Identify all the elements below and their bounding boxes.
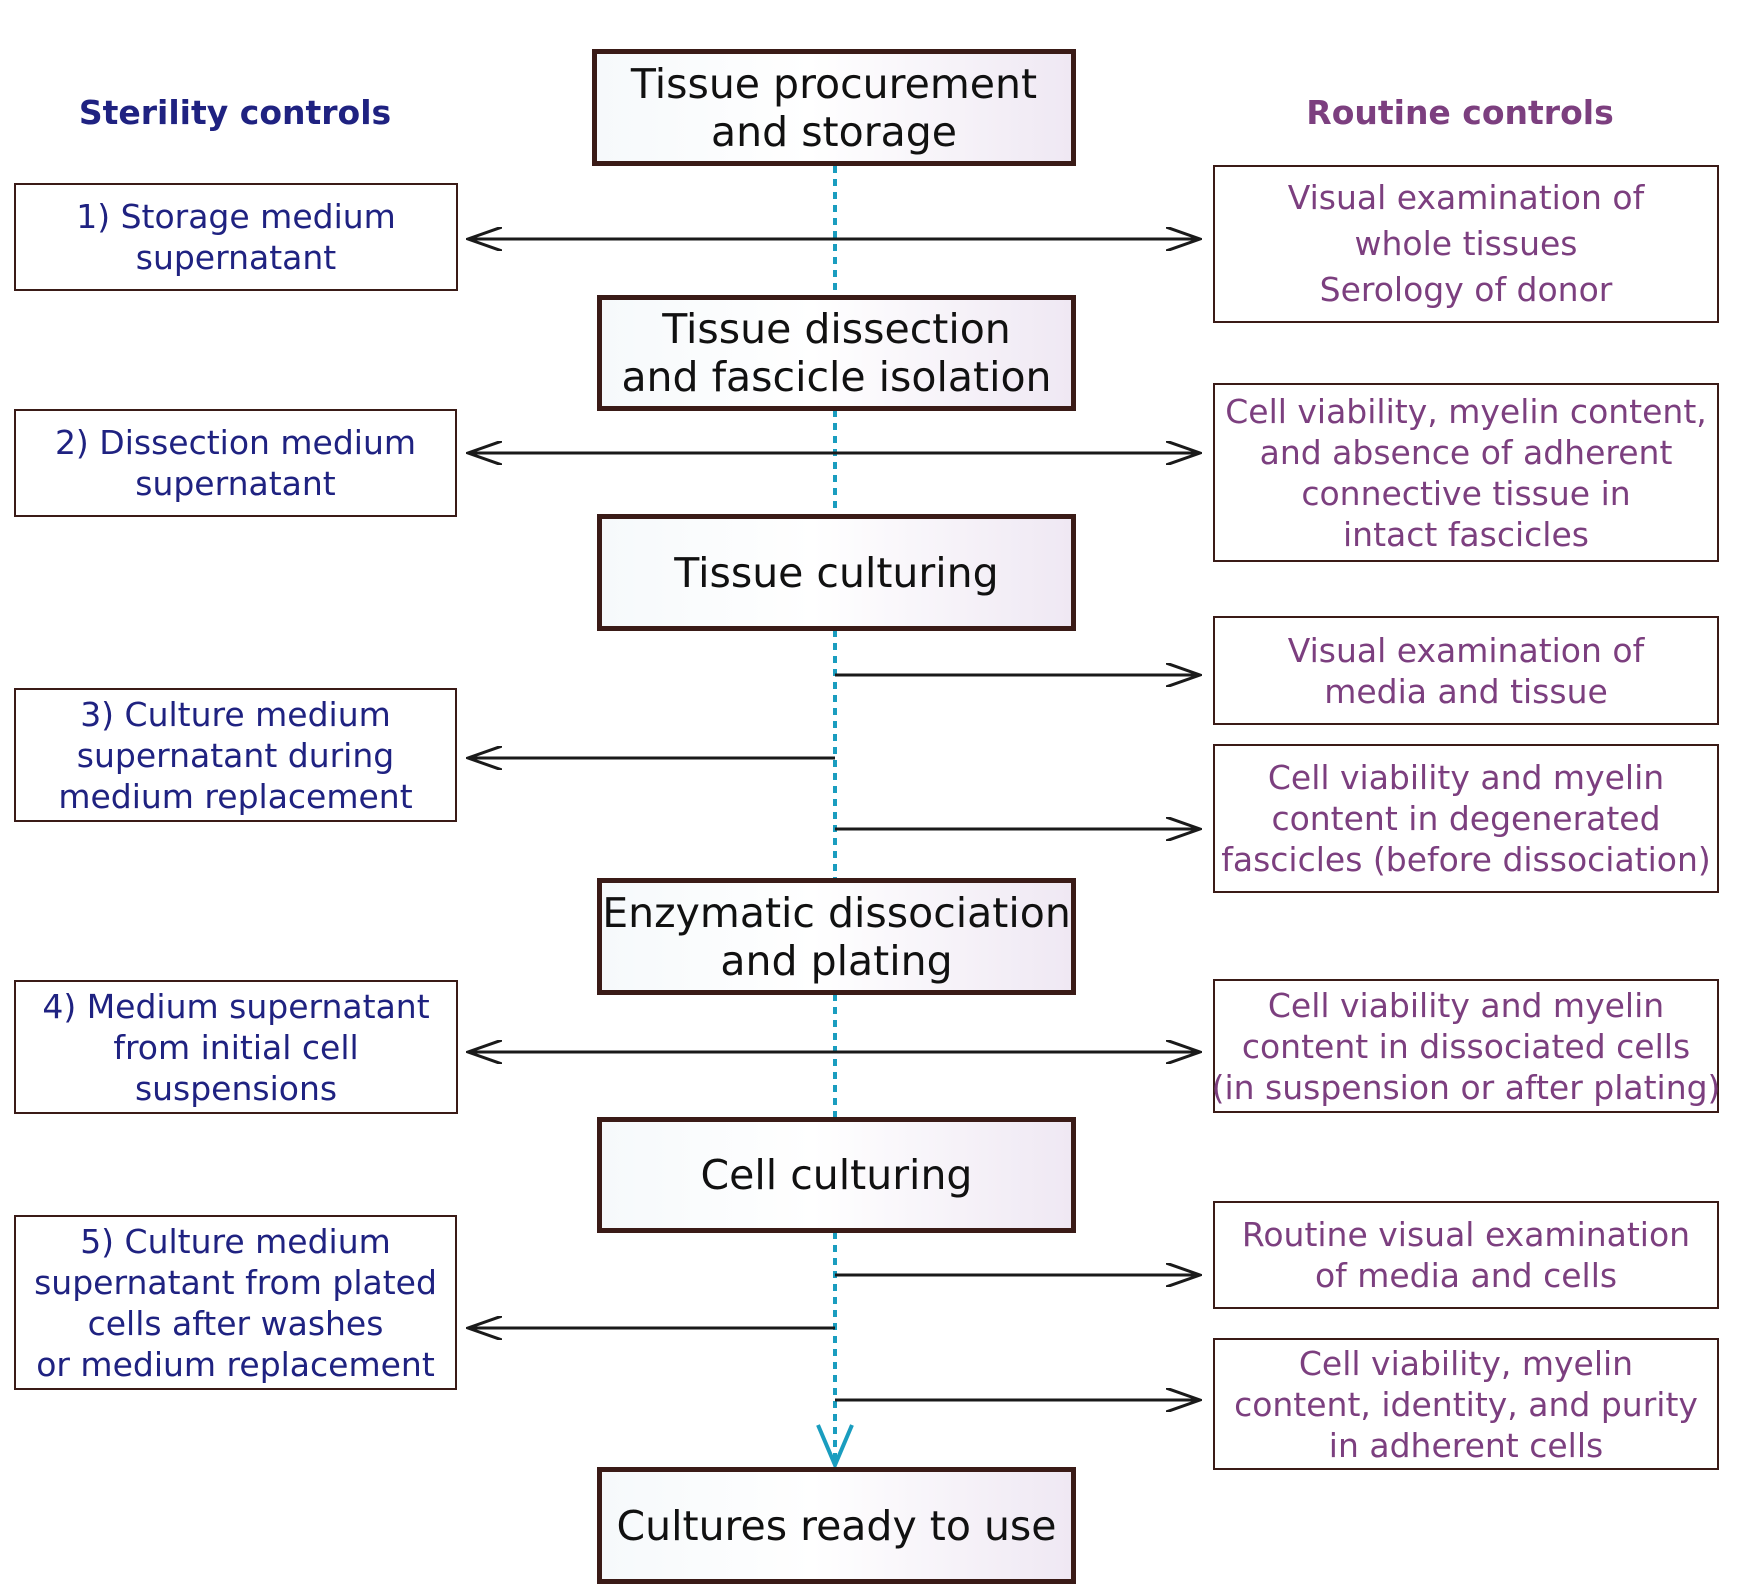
control-line: supernatant from plated <box>34 1262 437 1302</box>
control-line: Cell viability and myelin <box>1267 758 1665 797</box>
control-line: Visual examination of <box>1287 630 1645 670</box>
step-line: Tissue procurement <box>630 59 1038 108</box>
control-line: 4) Medium supernatant <box>42 986 430 1026</box>
step-line: Cell culturing <box>700 1151 973 1199</box>
control-line: 1) Storage medium <box>76 197 396 236</box>
step-cultures-ready: Cultures ready to use <box>597 1467 1076 1584</box>
sterility-control-1: 1) Storage medium supernatant <box>14 183 458 291</box>
control-line: medium replacement <box>58 776 413 816</box>
control-line: and absence of adherent <box>1259 432 1673 472</box>
routine-control-intact-fascicles: Cell viability, myelin content, and abse… <box>1213 383 1719 562</box>
control-line: content in dissociated cells <box>1241 1026 1691 1066</box>
step-line: Enzymatic dissociation <box>602 888 1071 937</box>
routine-control-dissociated-cells: Cell viability and myelin content in dis… <box>1211 979 1721 1113</box>
control-line: 3) Culture medium <box>80 694 391 734</box>
step-tissue-procurement: Tissue procurement and storage <box>592 49 1076 166</box>
control-line: 2) Dissection medium <box>54 423 417 462</box>
control-line: Cell viability, myelin <box>1298 1343 1634 1383</box>
sterility-control-4: 4) Medium supernatant from initial cell … <box>14 980 458 1114</box>
control-line: Cell viability and myelin <box>1267 985 1665 1025</box>
control-line: Cell viability, myelin content, <box>1225 391 1707 431</box>
step-line: Cultures ready to use <box>616 1501 1057 1550</box>
control-line: fascicles (before dissociation) <box>1221 840 1711 879</box>
control-line: Serology of donor <box>1319 270 1613 309</box>
control-line: from initial cell <box>113 1027 359 1067</box>
routine-control-media-tissue: Visual examination of media and tissue <box>1213 616 1719 725</box>
control-line: Routine visual examination <box>1241 1215 1691 1254</box>
control-line: (in suspension or after plating) <box>1211 1067 1721 1107</box>
step-enzymatic-dissociation: Enzymatic dissociation and plating <box>597 878 1076 995</box>
step-line: and fascicle isolation <box>621 353 1052 401</box>
control-line: content, identity, and purity <box>1234 1384 1698 1424</box>
control-line: suspensions <box>134 1068 338 1108</box>
step-line: and storage <box>711 107 957 156</box>
control-line: or medium replacement <box>36 1344 435 1384</box>
control-line: connective tissue in <box>1301 473 1631 513</box>
control-line: supernatant during <box>76 735 395 775</box>
step-tissue-culturing: Tissue culturing <box>597 514 1076 631</box>
control-line: supernatant <box>135 464 336 503</box>
step-line: and plating <box>720 936 953 985</box>
step-tissue-dissection: Tissue dissection and fascicle isolation <box>597 295 1076 411</box>
control-line: Visual examination of <box>1287 178 1645 217</box>
sterility-control-2: 2) Dissection medium supernatant <box>14 409 457 517</box>
control-line: 5) Culture medium <box>80 1221 391 1261</box>
control-line: intact fascicles <box>1343 514 1589 554</box>
control-line: content in degenerated <box>1271 799 1661 838</box>
routine-controls-header: Routine controls <box>1306 93 1614 132</box>
sterility-controls-header: Sterility controls <box>78 93 392 132</box>
control-line: cells after washes <box>87 1303 384 1343</box>
routine-control-degenerated-fascicles: Cell viability and myelin content in deg… <box>1213 744 1719 893</box>
control-line: of media and cells <box>1314 1256 1618 1295</box>
control-line: in adherent cells <box>1328 1425 1604 1465</box>
control-line: whole tissues <box>1354 224 1578 263</box>
routine-control-media-cells: Routine visual examination of media and … <box>1213 1201 1719 1309</box>
sterility-control-5: 5) Culture medium supernatant from plate… <box>14 1215 457 1390</box>
routine-control-whole-tissues: Visual examination of whole tissues Sero… <box>1213 165 1719 323</box>
control-line: supernatant <box>135 238 337 277</box>
routine-control-adherent-cells: Cell viability, myelin content, identity… <box>1213 1338 1719 1470</box>
sterility-control-3: 3) Culture medium supernatant during med… <box>14 688 457 822</box>
step-line: Tissue dissection <box>662 305 1011 353</box>
step-line: Tissue culturing <box>674 548 999 597</box>
control-line: media and tissue <box>1324 671 1608 711</box>
step-cell-culturing: Cell culturing <box>597 1117 1076 1233</box>
flow-arrowhead <box>816 1424 854 1471</box>
